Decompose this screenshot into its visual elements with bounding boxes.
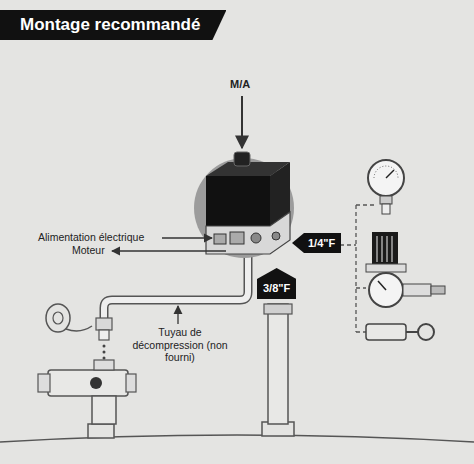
fitting [99, 330, 109, 340]
pipe [268, 304, 288, 424]
leader-arrow [241, 96, 243, 148]
fitting-size: 1/4"F [308, 237, 335, 249]
check-valve [48, 370, 128, 396]
check-valve [92, 396, 116, 424]
port [272, 232, 280, 240]
pressure-switch [206, 176, 270, 226]
fitting-tag: 1/4"F [292, 233, 341, 253]
decompression-pipe [104, 254, 248, 320]
regulator-body [366, 264, 406, 272]
title-banner: Montage recommandé [0, 10, 226, 40]
port [251, 233, 261, 243]
safety-valve-ring [418, 324, 434, 340]
pressure-gauge [368, 160, 404, 196]
dots [103, 345, 106, 360]
tag-fill [292, 233, 341, 253]
gauge-needle [386, 170, 394, 178]
gauge-thread [382, 204, 390, 214]
tag-fill [257, 268, 296, 299]
on-off-knob [234, 152, 250, 166]
switch-label: M/A [230, 78, 250, 91]
safety-valve [366, 324, 406, 340]
regulator-knob [372, 232, 398, 264]
quick-coupler [403, 284, 431, 296]
wire-label: Alimentation électrique [38, 231, 144, 244]
leader-arrow [177, 306, 178, 324]
quick-coupler [431, 286, 445, 294]
fitting-size: 3/8"F [263, 282, 290, 294]
leader-arrow [162, 237, 212, 238]
tank-outline [0, 435, 474, 442]
safety-valve [406, 331, 418, 333]
pipe-nut [264, 304, 292, 314]
gauge-needle [378, 281, 386, 290]
knob-ribs [377, 236, 392, 262]
gauge-scale [374, 166, 398, 178]
check-valve [126, 374, 136, 392]
switch-base [206, 212, 290, 254]
tape [66, 326, 92, 331]
regulator-gauge [369, 273, 403, 307]
switch-backdrop [194, 158, 294, 258]
cable-gland [230, 232, 244, 244]
check-valve [90, 377, 102, 389]
fitting [96, 318, 112, 330]
cable-gland [214, 234, 226, 244]
gauge-stem [380, 196, 392, 204]
check-valve [38, 374, 50, 392]
fitting-tag: 3/8"F [257, 268, 296, 299]
tape-roll [53, 312, 63, 324]
check-valve [94, 360, 114, 370]
leader-arrow [112, 250, 226, 251]
wire-label: Moteur [72, 244, 105, 257]
tank-boss [88, 424, 114, 438]
decompression-pipe [104, 254, 248, 320]
tape-roll [46, 304, 70, 332]
pipe-label: Tuyau de décompression (non fourni) [125, 326, 235, 364]
